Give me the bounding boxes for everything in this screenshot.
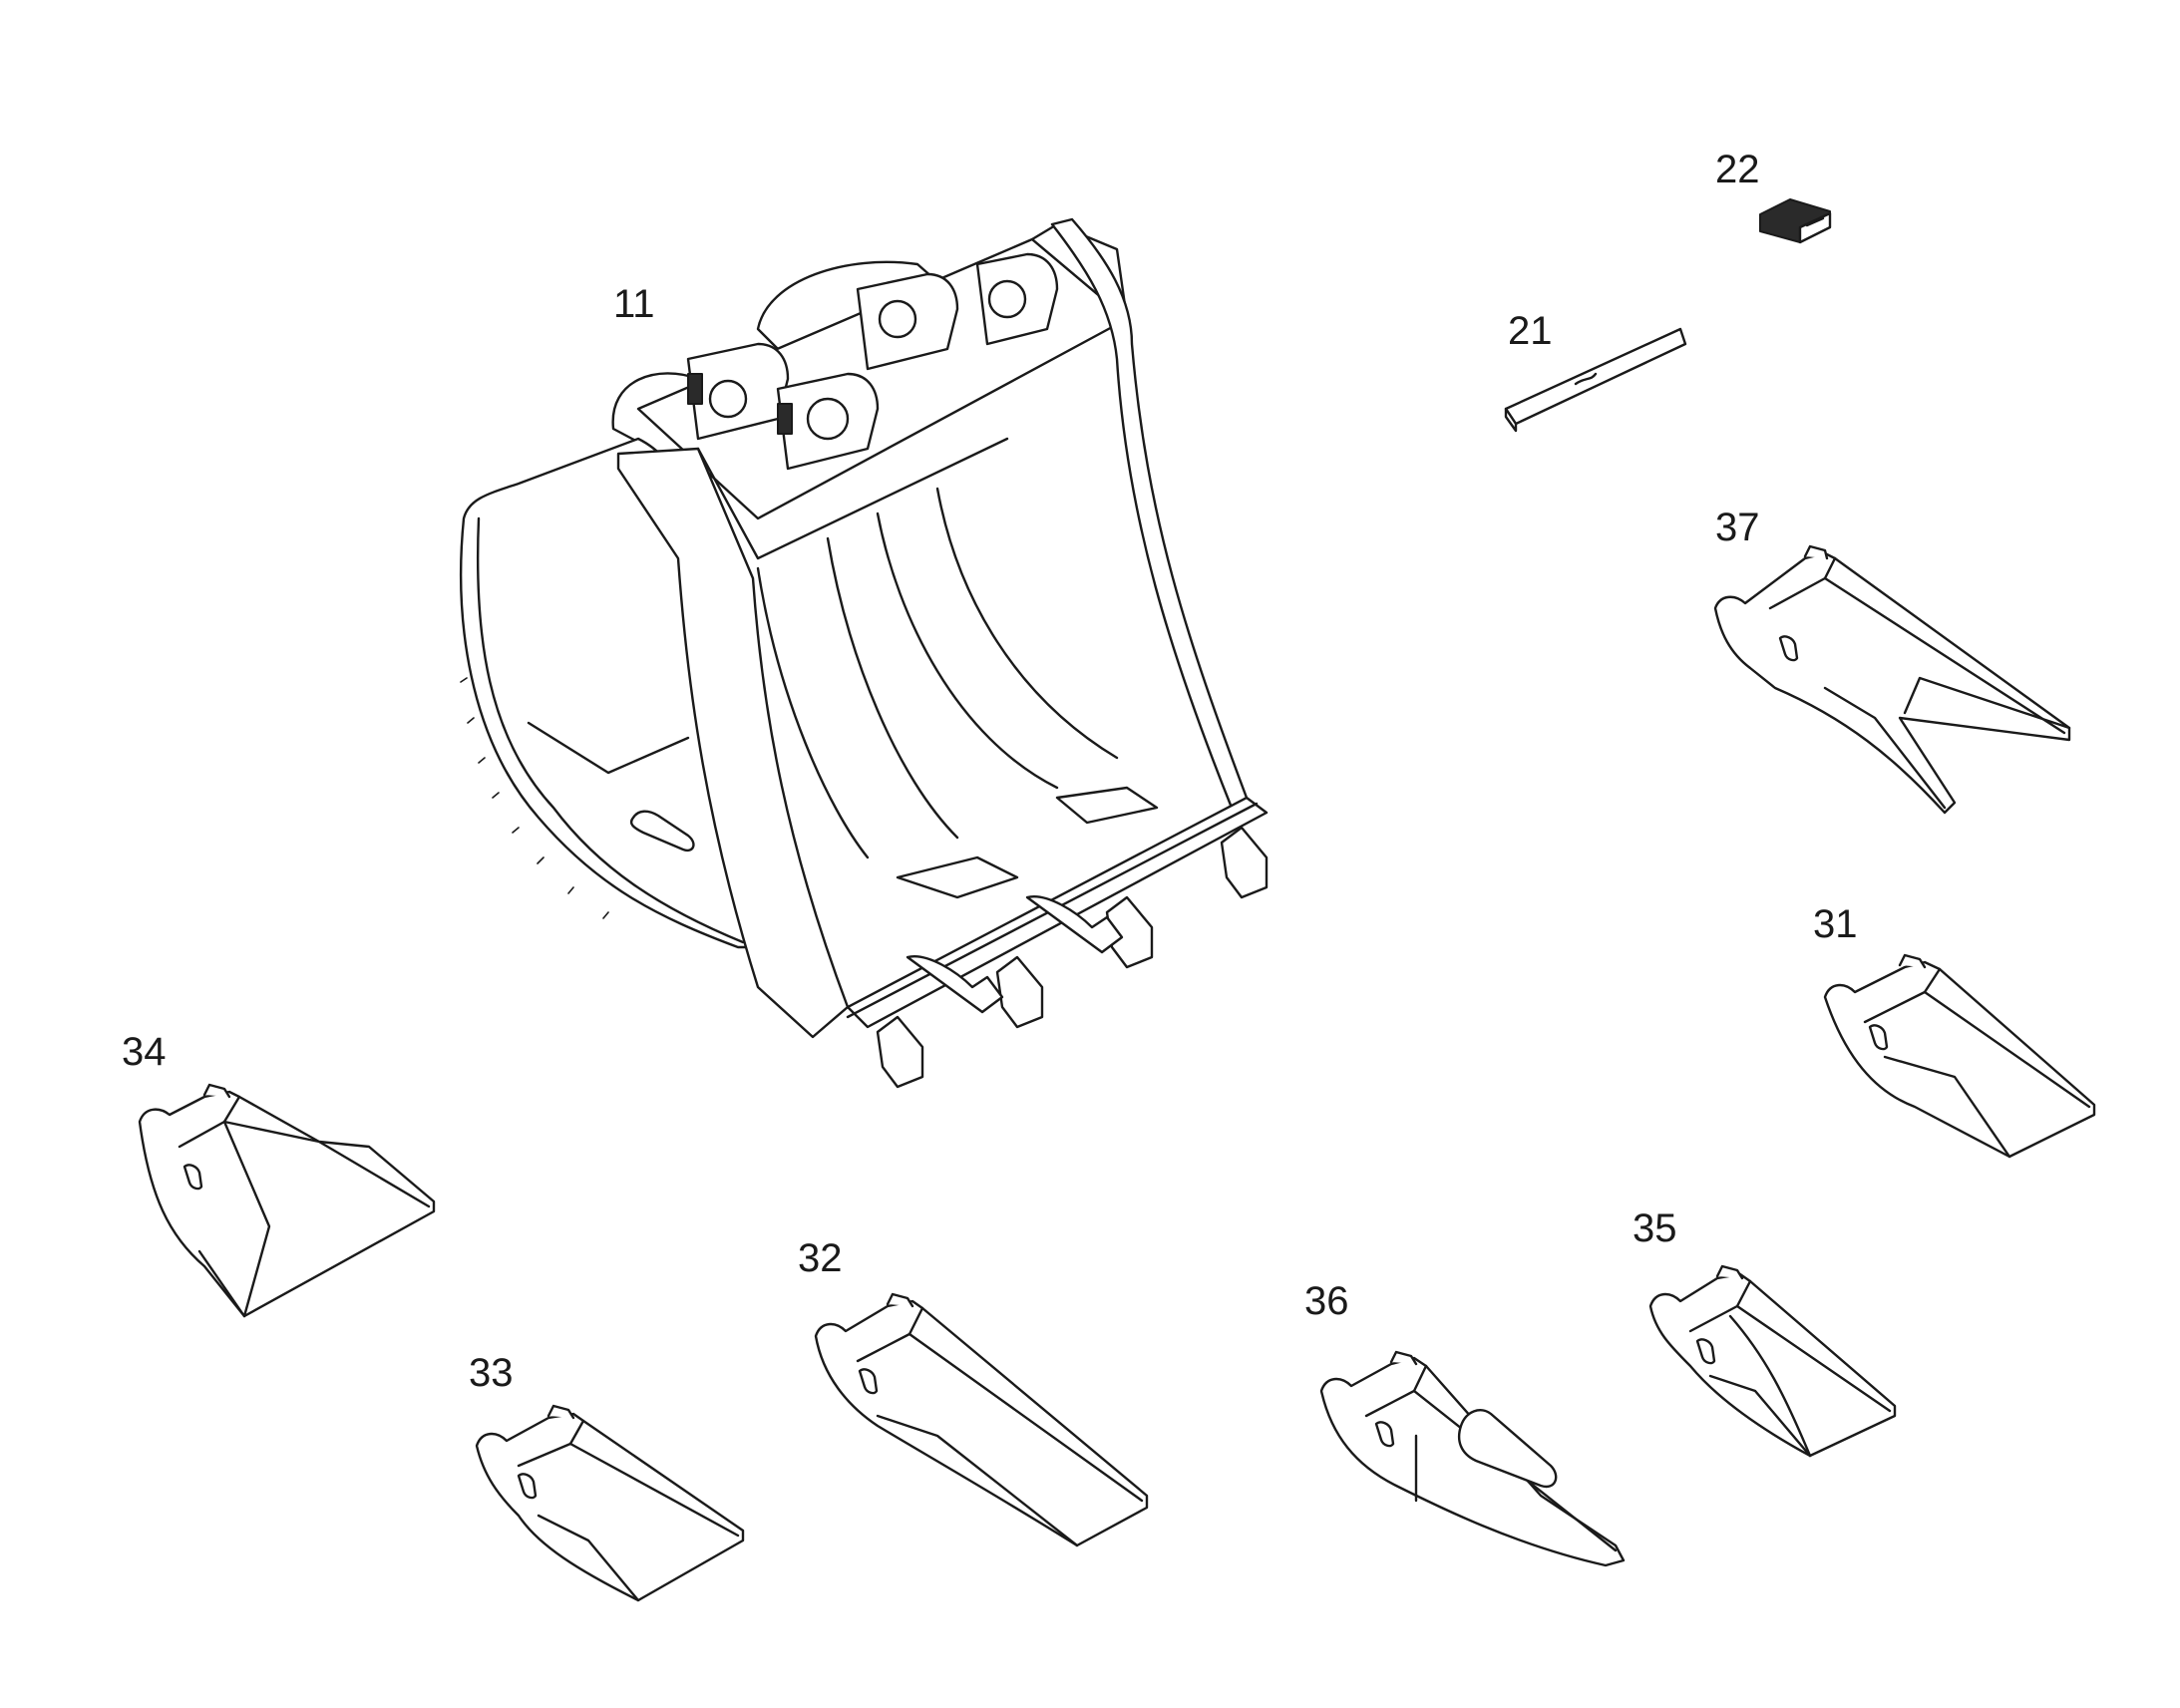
callout-label-tooth-heavy: 35 [1633, 1206, 1677, 1250]
excavator-bucket-icon [460, 217, 1269, 1089]
chisel-tooth-icon [475, 1404, 745, 1602]
callout-label-tooth-standard: 31 [1813, 902, 1858, 946]
heavy-duty-tooth-icon [1648, 1264, 1897, 1458]
wear-strip-icon [1504, 327, 1687, 433]
callout-label-bucket: 11 [613, 282, 655, 326]
twin-tiger-tooth-icon [1713, 544, 2071, 815]
rock-tooth-icon [1319, 1350, 1626, 1567]
callout-label-retainer-lock: 22 [1715, 148, 1760, 191]
bucket-tooth-icon [1823, 953, 2096, 1159]
long-tooth-icon [814, 1292, 1149, 1547]
callout-label-tooth-rock: 36 [1304, 1279, 1349, 1323]
callout-label-tooth-flared: 34 [122, 1030, 167, 1074]
flared-tooth-icon [138, 1083, 436, 1318]
callout-label-tooth-long: 32 [798, 1236, 843, 1280]
callout-label-tooth-chisel: 33 [469, 1351, 514, 1395]
lock-pin-icon [1759, 198, 1832, 244]
callout-label-side-cutter: 21 [1508, 309, 1553, 353]
callout-label-tooth-twin-tiger: 37 [1715, 506, 1760, 549]
